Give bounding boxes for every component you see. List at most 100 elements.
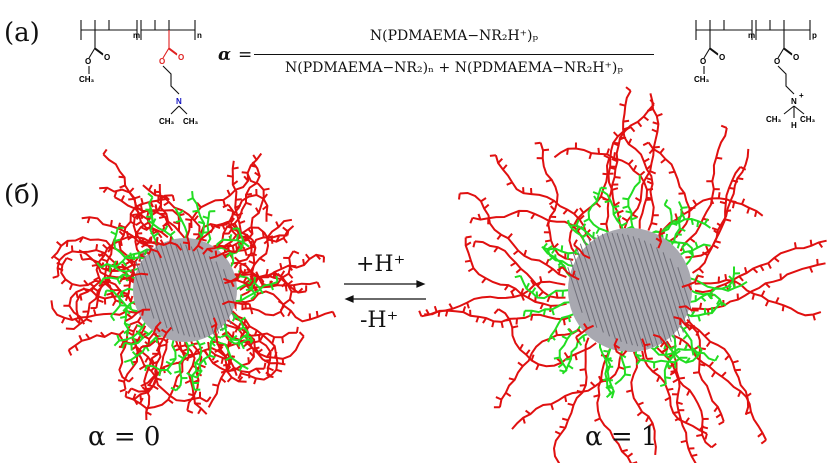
nanoparticle-collapsed <box>50 148 337 421</box>
green-chain-branch <box>103 290 108 297</box>
red-chain-branch <box>458 193 461 200</box>
red-chain-branch <box>731 202 736 209</box>
green-chain <box>196 328 218 379</box>
red-chain-branch <box>246 268 253 273</box>
core-lattice-line <box>601 233 639 347</box>
ch3-ester: CH₃ <box>79 75 95 84</box>
red-chain <box>230 250 295 288</box>
red-chain <box>236 218 293 280</box>
core-lattice-line <box>155 244 185 336</box>
red-chain <box>459 191 567 279</box>
red-chain-overlay <box>209 249 237 260</box>
red-chain-overlay <box>121 272 149 281</box>
red-chain <box>694 239 827 294</box>
red-chain <box>213 339 272 376</box>
red-chain-overlay <box>678 305 699 312</box>
alpha-formula: α = N(PDMAEMA−NR₂H⁺)ₚ N(PDMAEMA−NR₂)ₙ + … <box>218 22 658 92</box>
green-chain <box>524 301 572 314</box>
red-chain <box>421 280 566 318</box>
red-chain-overlay <box>673 316 691 330</box>
red-chain <box>131 323 158 401</box>
red-chain-overlay-branch <box>662 347 669 353</box>
red-chain <box>158 183 186 240</box>
red-chain-branch <box>465 235 472 239</box>
sub-m: m <box>133 31 140 40</box>
red-chain-branch <box>720 124 728 129</box>
green-chain <box>233 280 278 303</box>
green-chain-branch <box>592 191 600 196</box>
green-chain-branch <box>605 392 612 399</box>
red-chain-overlay <box>140 239 163 259</box>
red-chain-branch <box>469 217 474 224</box>
h-atom: H <box>791 121 797 130</box>
red-chain <box>223 317 297 339</box>
red-chain-branch <box>760 439 767 445</box>
green-chain <box>659 217 711 240</box>
green-chain-branch <box>567 219 571 227</box>
core-right <box>567 228 693 352</box>
n-atom-right: N <box>791 97 797 106</box>
red-chain-branch <box>218 346 224 353</box>
red-chain-overlay-branch <box>689 324 696 330</box>
green-chain <box>110 287 136 317</box>
equilibrium-arrows <box>344 280 426 303</box>
green-chain <box>688 276 748 292</box>
green-chain <box>541 246 582 257</box>
green-chain <box>174 207 189 241</box>
red-chain-overlay <box>223 277 251 287</box>
red-chain <box>596 348 633 463</box>
red-chain-branch <box>626 389 633 393</box>
red-chain-branch <box>493 308 500 315</box>
red-chain-overlay <box>221 300 250 306</box>
core-lattice-line <box>215 261 235 319</box>
red-chain <box>552 337 590 463</box>
red-chain-branch <box>578 214 585 221</box>
arrow-forward-label: +H⁺ <box>356 252 406 277</box>
red-chain <box>694 278 822 317</box>
green-chain-branch <box>691 349 695 356</box>
green-chain-branch <box>522 310 526 317</box>
red-chain <box>498 328 581 408</box>
red-chain <box>102 153 174 232</box>
alpha-zero-label: α = 0 <box>88 422 161 452</box>
green-chain <box>147 338 177 372</box>
arrow-backward-label: -H⁺ <box>360 308 399 333</box>
core-lattice-line <box>638 238 672 342</box>
plus-charge: + <box>799 91 804 100</box>
red-chain-branch <box>171 194 176 202</box>
red-chain-branch <box>642 141 650 147</box>
green-chain-branch <box>96 262 102 269</box>
red-chain-overlay-branch <box>240 262 247 266</box>
red-chain-overlay-branch <box>646 357 653 360</box>
green-chain-branch <box>697 315 701 322</box>
red-chain-branch <box>631 461 638 463</box>
red-chain <box>68 287 129 325</box>
red-chain-overlay-branch <box>556 266 563 272</box>
green-chain-branch <box>600 186 607 190</box>
red-chain-overlay <box>575 324 595 338</box>
core-lattice-line <box>662 252 688 328</box>
red-chain <box>233 317 305 360</box>
red-chain <box>685 148 750 259</box>
red-chain <box>207 341 265 374</box>
o2: O <box>85 57 91 66</box>
red-chain-branch <box>751 293 756 300</box>
core-left <box>132 238 238 342</box>
green-chain-branch <box>275 275 279 283</box>
green-chain <box>191 191 206 243</box>
red-chain-branch <box>79 253 84 260</box>
red-chain-branch <box>127 387 133 394</box>
green-chain-branch <box>714 355 720 362</box>
green-chain <box>627 174 641 233</box>
green-chain-branch <box>250 294 257 300</box>
green-chain <box>599 340 612 394</box>
red-chain-branch <box>511 325 519 329</box>
red-chain-overlay <box>156 241 183 251</box>
green-chain-branch <box>270 283 274 291</box>
red-chain-branch <box>222 203 229 209</box>
red-chain-branch <box>113 191 118 198</box>
red-chain-branch <box>534 141 541 145</box>
red-chain-branch <box>293 250 300 255</box>
green-chain-branch <box>720 301 727 307</box>
red-chain <box>226 221 257 285</box>
